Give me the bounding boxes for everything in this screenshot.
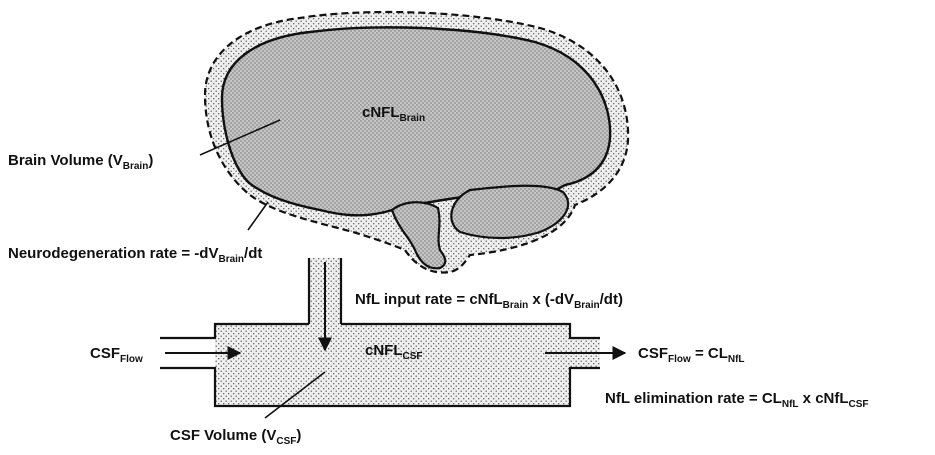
csf-tube-outline-top-right: [341, 322, 600, 340]
label-brain-conc: cNFLBrain: [362, 104, 425, 124]
brain-cerebellum-shape: [450, 184, 570, 240]
label-csf-volume: CSF Volume (VCSF): [170, 427, 301, 447]
csf-tube-outline-bottom: [160, 366, 600, 408]
csf-volume-leader: [264, 371, 326, 419]
brainstem-shape: [390, 201, 447, 270]
csf-tube-body: [215, 324, 570, 406]
label-csf-conc: cNFLCSF: [365, 342, 423, 362]
label-csf-flow-in: CSFFlow: [90, 345, 143, 365]
label-neurodegeneration-rate: Neurodegeneration rate = -dVBrain/dt: [8, 245, 262, 265]
brain-cerebrum-shape: [220, 26, 612, 217]
label-nfl-elimination-rate: NfL elimination rate = CLNfL x cNfLCSF: [605, 390, 869, 410]
label-csf-flow-out: CSFFlow = CLNfL: [638, 345, 745, 365]
neurodegeneration-leader: [247, 201, 269, 231]
label-brain-volume: Brain Volume (VBrain): [8, 152, 153, 172]
csf-tube-outline-top: [160, 322, 309, 340]
brain-volume-leader: [199, 119, 281, 156]
label-nfl-input-rate: NfL input rate = cNfLBrain x (-dVBrain/d…: [355, 291, 623, 311]
